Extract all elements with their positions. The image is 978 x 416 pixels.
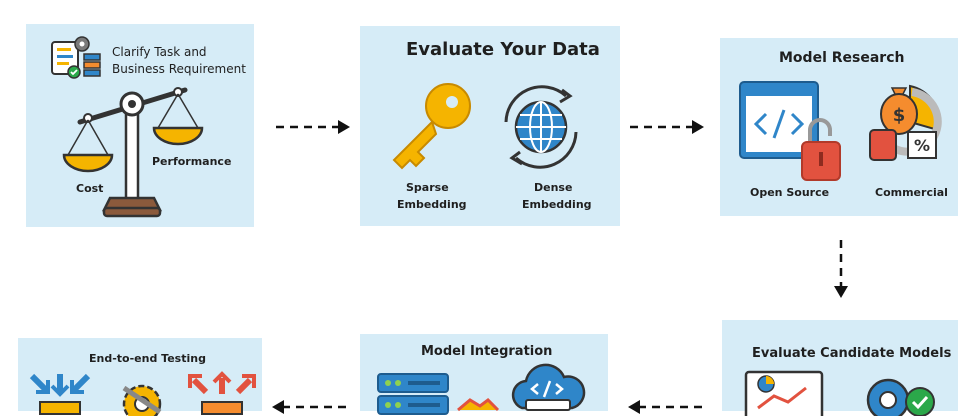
open-source-code-icon [739,81,841,181]
sparse-label-line2: Embedding [397,198,467,211]
svg-text:%: % [914,136,930,155]
svg-text:$: $ [893,105,906,126]
server-icon [377,373,449,415]
arrow-right-2 [630,120,704,134]
arrow-left-2 [272,400,346,414]
testing-title: End-to-end Testing [89,352,206,365]
chart-report-icon [744,370,824,416]
outward-arrows-icon [188,371,256,415]
clarify-performance-label: Performance [152,155,232,168]
model-integration-title: Model Integration [421,344,553,359]
key-icon [392,83,471,170]
cloud-code-icon [511,363,586,411]
open-source-label: Open Source [750,186,830,199]
evaluate-candidates-title: Evaluate Candidate Models [752,346,952,361]
gear-check-icon [866,378,935,416]
dense-label-line2: Embedding [522,198,592,211]
handshake-icon [457,398,500,412]
sparse-label-line1: Sparse [406,181,449,194]
dense-label-line1: Dense [534,181,573,194]
step-evaluate-data-box [360,26,620,226]
clarify-title-line1: Clarify Task and [112,45,207,59]
model-research-title: Model Research [779,50,905,66]
inward-arrows-icon [29,373,91,415]
arrow-down [834,240,848,298]
arrow-left-1 [628,400,702,414]
commercial-label: Commercial [875,186,948,199]
globe-icon [504,85,578,169]
clarify-title-line2: Business Requirement [112,62,246,76]
task-document-icon [51,36,101,79]
balance-scale-icon [62,87,204,218]
clarify-cost-label: Cost [76,182,104,195]
gear-wrench-icon [122,384,162,416]
arrow-right-1 [276,120,350,134]
evaluate-data-title: Evaluate Your Data [406,39,600,60]
commercial-money-icon: $ % [869,84,942,161]
